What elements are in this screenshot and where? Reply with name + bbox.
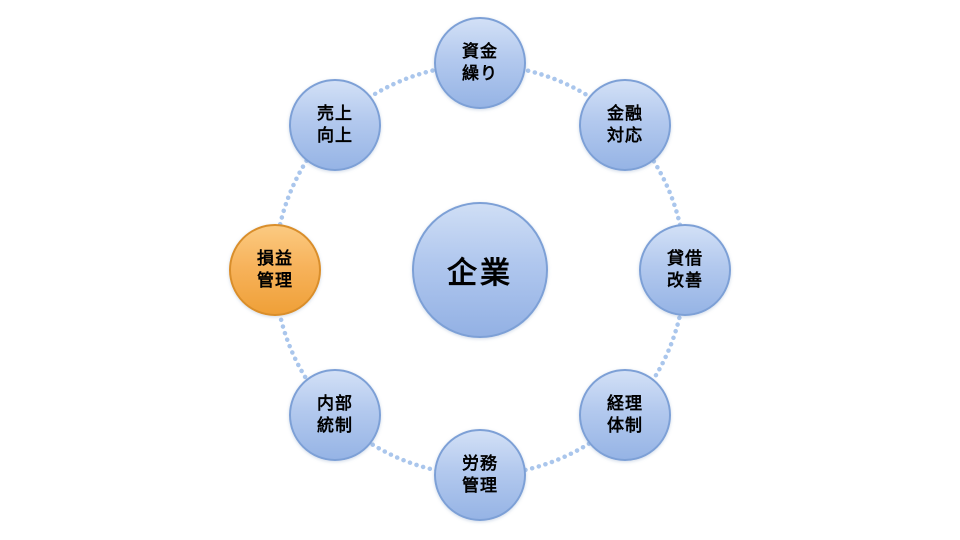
node-label-line: 損益 <box>257 248 293 268</box>
node-label-line: 内部 <box>317 393 353 413</box>
node-profit-loss-management: 損益 管理 <box>229 224 321 316</box>
node-label-line: 統制 <box>317 416 353 435</box>
center-node-company: 企業 <box>412 202 548 338</box>
node-label-line: 繰り <box>462 64 498 83</box>
node-sales-improvement: 売上 向上 <box>289 79 381 171</box>
node-label-line: 向上 <box>317 126 353 145</box>
node-label-line: 改善 <box>667 271 703 290</box>
node-label-line: 対応 <box>607 126 643 145</box>
node-cash-flow: 資金 繰り <box>434 17 526 109</box>
node-label-line: 労務 <box>462 453 498 473</box>
node-accounting-system: 経理 体制 <box>579 369 671 461</box>
node-label-line: 管理 <box>462 476 498 495</box>
node-label-line: 管理 <box>257 271 293 290</box>
node-balance-sheet-improvement: 貸借 改善 <box>639 224 731 316</box>
node-label-line: 売上 <box>317 103 353 123</box>
node-label-line: 貸借 <box>667 248 703 268</box>
node-labor-management: 労務 管理 <box>434 429 526 521</box>
node-label-line: 体制 <box>607 416 643 435</box>
node-financial-response: 金融 対応 <box>579 79 671 171</box>
node-label-line: 金融 <box>607 103 643 123</box>
node-internal-control: 内部 統制 <box>289 369 381 461</box>
node-label-line: 資金 <box>462 41 498 61</box>
node-label-line: 経理 <box>607 393 643 413</box>
center-node-label: 企業 <box>447 257 513 290</box>
